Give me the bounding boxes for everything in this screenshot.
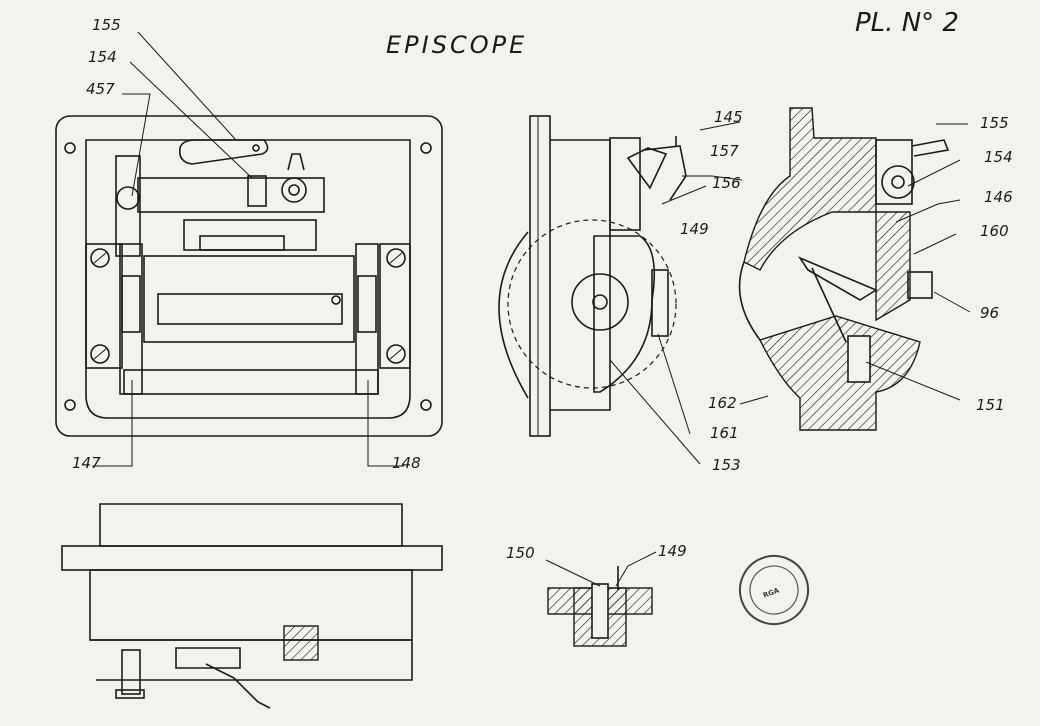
- section-lever-155: [911, 139, 950, 157]
- part-156: [626, 147, 668, 190]
- label-147: 147: [72, 454, 101, 472]
- corner-hole: [420, 399, 432, 411]
- bottom-knob-stem: [121, 649, 141, 695]
- side-view: 145 157 156 149 161 153: [498, 108, 743, 474]
- front-outer-frame: [55, 115, 443, 437]
- label-162: 162: [708, 394, 737, 412]
- section-view: 155 154 146 160 96 162 151: [708, 107, 1013, 431]
- part-96: [907, 271, 933, 299]
- section-arc: [738, 261, 761, 341]
- rail-screw: [90, 248, 110, 268]
- side-spring: [651, 269, 669, 337]
- stamp-ring: [739, 555, 809, 625]
- bottom-top-block: [99, 503, 403, 547]
- plate-number: PL. N° 2: [855, 8, 959, 38]
- rail-screw: [386, 344, 406, 364]
- label-153: 153: [712, 456, 741, 474]
- window-frame: [143, 255, 355, 343]
- label-151: 151: [976, 396, 1005, 414]
- section-housing-bottom: [759, 315, 921, 431]
- label-160: 160: [980, 222, 1009, 240]
- corner-hole: [420, 142, 432, 154]
- archive-stamp: RGA: [739, 555, 809, 625]
- label-148: 148: [392, 454, 421, 472]
- side-lamp-housing: [498, 231, 529, 399]
- side-dashed-circle: [507, 219, 677, 389]
- roller-bracket: [287, 153, 305, 171]
- corner-hole: [64, 399, 76, 411]
- detail-view: 150 149: [506, 542, 687, 647]
- label-150: 150: [506, 544, 535, 562]
- part-157-knob: [116, 186, 140, 210]
- roller-axle: [288, 184, 300, 196]
- part-146: [875, 211, 911, 322]
- part-157: [643, 145, 687, 201]
- bottom-base: [90, 639, 413, 681]
- corner-hole: [64, 142, 76, 154]
- mirror-holder: [183, 219, 317, 251]
- label-146: 146: [984, 188, 1013, 206]
- bottom-body: [89, 569, 413, 641]
- mirror-holder-slot: [199, 235, 285, 251]
- rail-screw: [386, 248, 406, 268]
- label-96: 96: [980, 304, 999, 322]
- side-plate: [529, 115, 551, 437]
- side-hub-screw: [592, 294, 608, 310]
- part-157-column: [115, 155, 141, 257]
- post-148-spring: [357, 275, 377, 333]
- label-161: 161: [710, 424, 739, 442]
- label-457: 457: [86, 80, 115, 98]
- front-inner-frame: [85, 139, 411, 419]
- bottom-hatched-block: [283, 625, 319, 661]
- side-hub: [571, 273, 629, 331]
- stamp-text: RGA: [762, 586, 781, 599]
- stamp-inner-ring: [749, 565, 799, 615]
- section-mirror: [797, 256, 878, 301]
- part-151: [847, 335, 871, 383]
- label-155: 155: [92, 16, 121, 34]
- label-149-side: 149: [680, 220, 709, 238]
- label-154-section: 154: [984, 148, 1013, 166]
- section-roller-axle: [891, 175, 905, 189]
- section-upper-block: [875, 139, 913, 205]
- post-148: [355, 243, 379, 395]
- label-155-section: 155: [980, 114, 1009, 132]
- section-housing-top: [743, 107, 877, 271]
- detail-plunger: [591, 583, 609, 639]
- roller: [281, 177, 307, 203]
- bottom-view: [61, 503, 443, 709]
- post-147-spring: [121, 275, 141, 333]
- rail-screw: [90, 344, 110, 364]
- part-154: [247, 175, 267, 207]
- window-pin: [331, 295, 341, 305]
- window-opening: [157, 293, 343, 325]
- section-roller: [881, 165, 915, 199]
- label-149-detail: 149: [658, 542, 687, 560]
- bottom-bar: [123, 369, 379, 395]
- side-body: [550, 139, 611, 411]
- lever-pivot: [252, 144, 260, 152]
- front-view: 155 154 457 147 148: [55, 16, 443, 472]
- bottom-knob: [115, 689, 145, 699]
- label-145: 145: [714, 108, 743, 126]
- label-157-side: 157: [710, 142, 739, 160]
- bottom-lever-housing: [175, 647, 241, 669]
- bottom-flange: [61, 545, 443, 571]
- right-rail: [379, 243, 411, 369]
- mirror-support: [811, 267, 847, 343]
- bottom-lever: [205, 663, 271, 709]
- lever-155: [178, 139, 269, 165]
- side-bracket: [609, 137, 641, 231]
- label-156: 156: [712, 174, 741, 192]
- drawing-title: EPISCOPE: [386, 31, 527, 59]
- label-154: 154: [88, 48, 117, 66]
